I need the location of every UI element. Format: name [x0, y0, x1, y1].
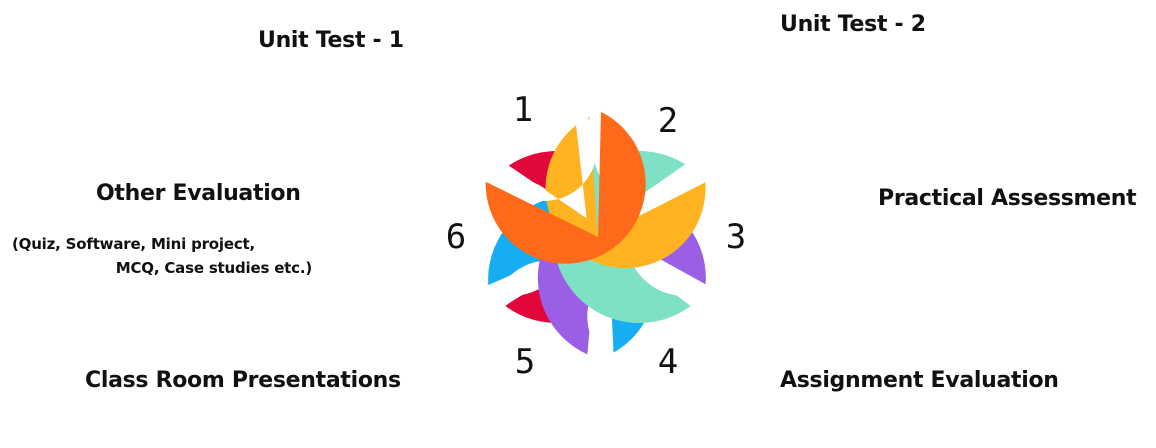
- petal-3-number: 3: [726, 217, 746, 257]
- petal-2-number: 2: [658, 101, 678, 141]
- petal-1: 1: [485, 90, 646, 264]
- label-unit-test-2: Unit Test - 2: [780, 12, 926, 37]
- petal-1-number: 1: [513, 90, 533, 130]
- petal-1-hollow: [491, 104, 598, 219]
- petal-2-hollow: [593, 107, 700, 218]
- other-evaluation-note: (Quiz, Software, Mini project, MCQ, Case…: [12, 232, 312, 280]
- petal-3-hollow: [620, 178, 714, 296]
- other-evaluation-note-line-1: (Quiz, Software, Mini project,: [12, 235, 255, 253]
- petal-5-hollow: [492, 255, 607, 366]
- label-assignment-evaluation: Assignment Evaluation: [780, 368, 1059, 393]
- label-unit-test-1: Unit Test - 1: [258, 28, 404, 53]
- label-practical-assessment: Practical Assessment: [878, 186, 1137, 211]
- petal-6-number: 6: [446, 217, 466, 257]
- petal-5-number: 5: [515, 342, 535, 382]
- petal-4-number: 4: [658, 342, 678, 382]
- label-class-room-presentations: Class Room Presentations: [85, 368, 401, 393]
- other-evaluation-note-line-2: MCQ, Case studies etc.): [115, 259, 312, 277]
- petal-1-ring: [485, 111, 646, 264]
- label-other-evaluation: Other Evaluation: [96, 181, 301, 206]
